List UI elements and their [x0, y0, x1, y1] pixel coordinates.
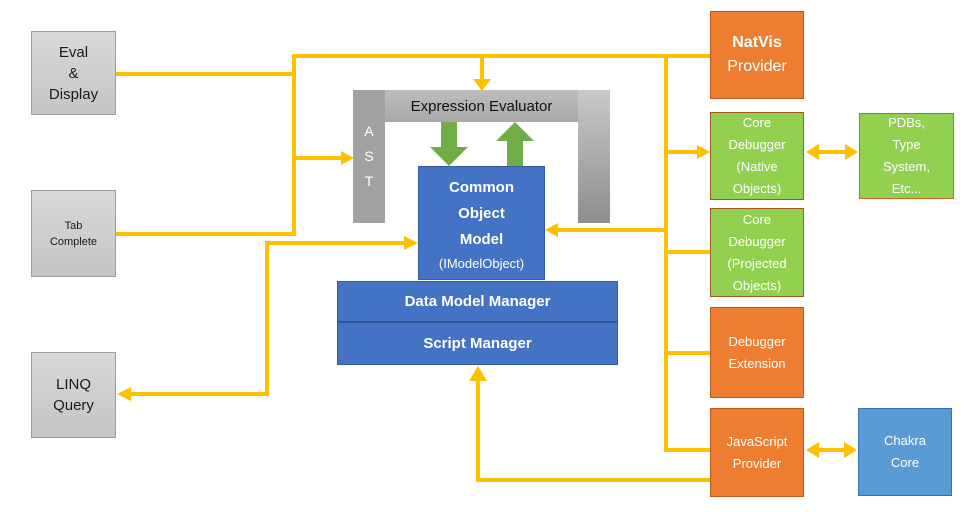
com-subtitle: (IModelObject) [438, 255, 525, 271]
box-script-manager: Script Manager [337, 322, 618, 365]
ast-bar: A S T [353, 90, 385, 223]
box-debugger-extension: Debugger Extension [710, 307, 804, 398]
natvis-title: NatVis [732, 34, 782, 51]
box-tab-complete: Tab Complete [31, 190, 116, 277]
com-title: Common Object Model [449, 178, 514, 248]
box-linq-query: LINQ Query [31, 352, 116, 438]
connector-trunk-left [116, 54, 710, 236]
box-pdbs-type-system: PDBs, Type System, Etc... [859, 113, 954, 199]
expression-evaluator-right-bar [578, 90, 610, 223]
box-data-model-manager: Data Model Manager [337, 281, 618, 323]
expression-evaluator-bar: Expression Evaluator [385, 90, 578, 122]
connector-trunk-right [664, 56, 710, 452]
green-arrow-down [430, 122, 468, 166]
box-natvis-provider: NatVis Provider [710, 11, 804, 99]
box-javascript-provider: JavaScript Provider [710, 408, 804, 497]
box-core-debugger-native: Core Debugger (Native Objects) [710, 112, 804, 200]
box-core-debugger-projected: Core Debugger (Projected Objects) [710, 208, 804, 297]
box-eval-display: Eval & Display [31, 31, 116, 115]
connector-js-to-script-manager [476, 381, 710, 482]
green-arrow-up [496, 122, 534, 166]
box-chakra-core: Chakra Core [858, 408, 952, 496]
natvis-subtitle: Provider [727, 58, 787, 75]
box-common-object-model: Common Object Model (IModelObject) [418, 166, 545, 280]
